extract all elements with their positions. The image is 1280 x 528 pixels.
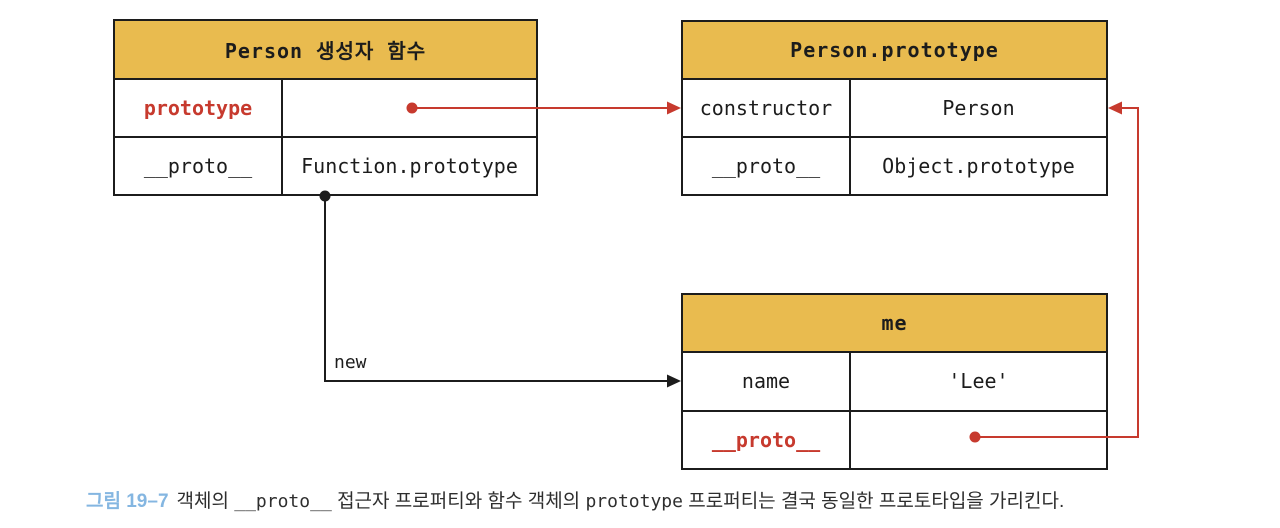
me-proto-pointer-arrowhead: [1108, 101, 1122, 115]
proto-key-cell: __proto__: [683, 411, 851, 468]
constructor-key-cell: constructor: [683, 80, 851, 136]
person-constructor-table: Person 생성자 함수 prototype __proto__ Functi…: [113, 19, 538, 196]
caption-code-proto: __proto__: [234, 491, 332, 512]
me-object-table-title: me: [683, 295, 1106, 353]
new-arrow-arrowhead: [667, 374, 681, 388]
table-row: __proto__ Function.prototype: [115, 136, 536, 194]
caption-text: 객체의: [176, 491, 235, 512]
constructor-value-cell: Person: [942, 96, 1015, 120]
table-row: prototype: [115, 80, 536, 136]
table-row: constructor Person: [683, 80, 1106, 136]
caption-code-prototype: prototype: [585, 491, 683, 512]
name-key-cell: name: [683, 353, 851, 410]
person-prototype-table: Person.prototype constructor Person __pr…: [681, 20, 1108, 196]
proto-key-cell: __proto__: [683, 138, 851, 194]
caption-text: 프로퍼티는 결국 동일한 프로토타입을 가리킨다.: [682, 491, 1065, 512]
name-value-cell: 'Lee': [948, 369, 1009, 394]
person-prototype-table-title: Person.prototype: [683, 22, 1106, 80]
prototype-value-cell: [283, 80, 536, 136]
figure-caption: 그림 19–7 객체의 __proto__ 접근자 프로퍼티와 함수 객체의 pr…: [86, 486, 1064, 513]
figure-number-label: 그림 19–7: [86, 491, 169, 512]
new-arrow-line: [324, 196, 670, 382]
proto-value-cell: Function.prototype: [301, 154, 518, 178]
proto-key-cell: __proto__: [115, 138, 283, 194]
new-operator-label: new: [334, 352, 367, 373]
me-object-table: me name 'Lee' __proto__: [681, 293, 1108, 470]
caption-text: 접근자 프로퍼티와 함수 객체의: [331, 491, 586, 512]
table-row: name 'Lee': [683, 353, 1106, 410]
proto-value-cell: Object.prototype: [882, 154, 1075, 178]
prototype-key-cell: prototype: [115, 80, 283, 136]
person-constructor-table-title: Person 생성자 함수: [115, 21, 536, 80]
proto-value-cell: [851, 412, 1106, 469]
prototype-pointer-arrowhead: [667, 101, 681, 115]
table-row: __proto__: [683, 409, 1106, 469]
table-row: __proto__ Object.prototype: [683, 136, 1106, 194]
